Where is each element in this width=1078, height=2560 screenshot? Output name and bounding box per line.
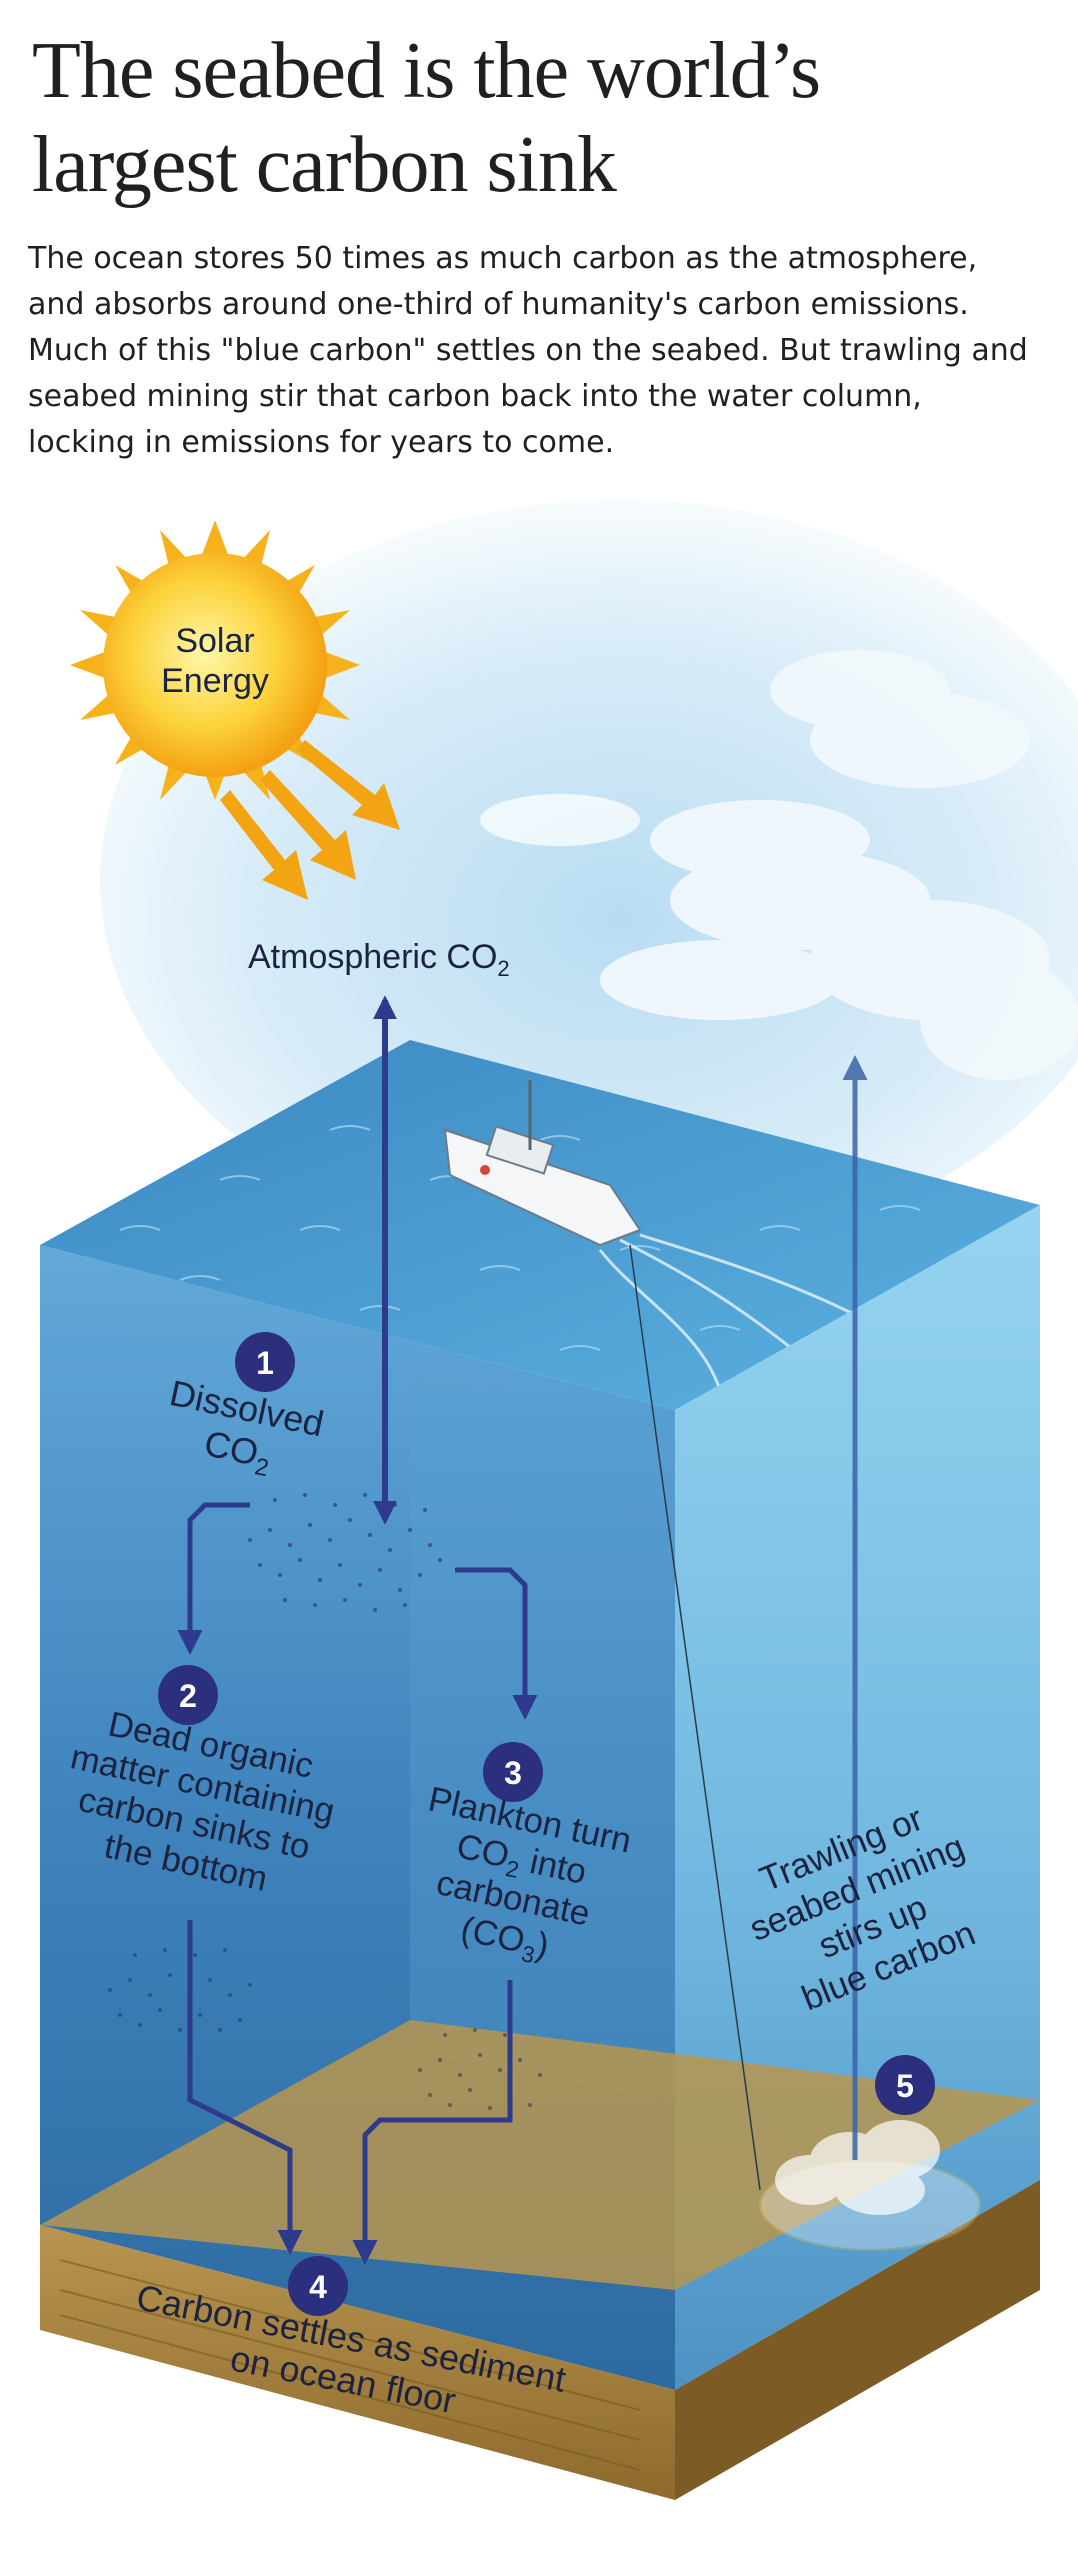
- atmospheric-co2-label: Atmospheric CO2: [248, 938, 510, 981]
- ocean-inner-wall: [410, 1380, 675, 2100]
- step-1-badge: 1: [235, 1332, 295, 1392]
- svg-text:1: 1: [256, 1345, 274, 1381]
- sun-label-line-2: Energy: [161, 662, 269, 700]
- sun-label-line-1: Solar: [175, 622, 254, 660]
- svg-text:2: 2: [179, 1678, 197, 1714]
- svg-text:3: 3: [504, 1755, 522, 1791]
- step-5-badge: 5: [875, 2055, 935, 2115]
- svg-text:5: 5: [896, 2068, 914, 2104]
- svg-text:4: 4: [309, 2269, 327, 2305]
